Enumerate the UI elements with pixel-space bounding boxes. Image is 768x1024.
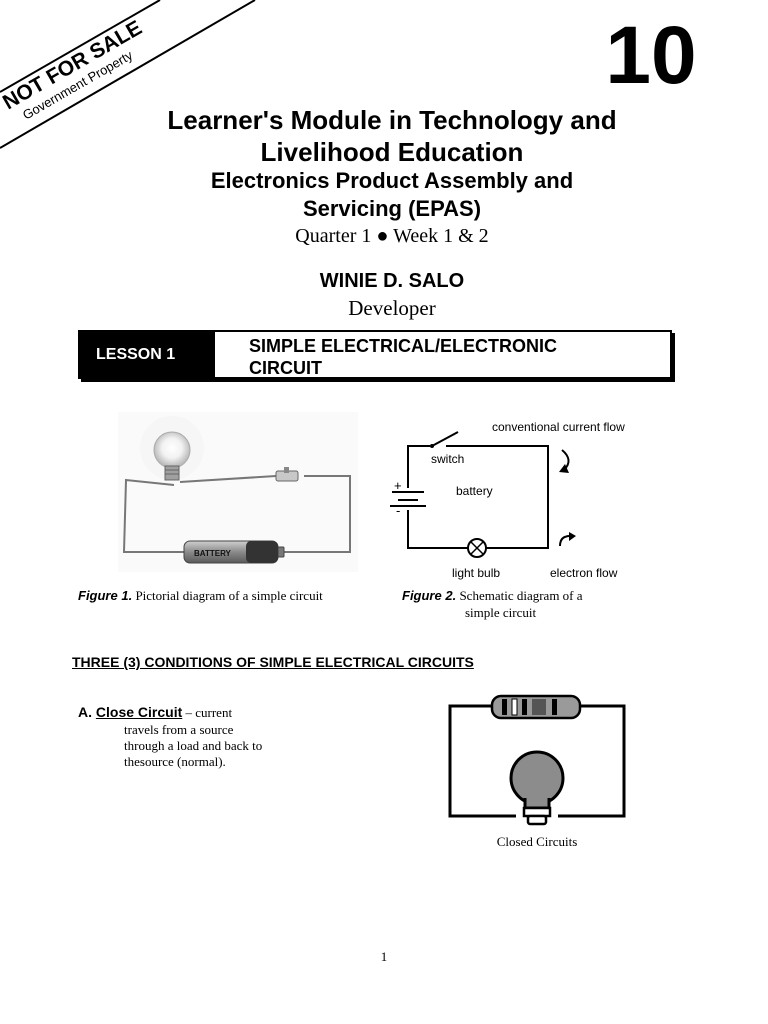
- schematic-battery-icon: [390, 491, 426, 507]
- pictorial-circuit-figure: BATTERY: [118, 412, 358, 572]
- not-for-sale-stamp: NOT FOR SALE Government Property: [0, 0, 260, 160]
- schematic-switch-icon: [430, 431, 459, 448]
- condition-a-desc-line-1: – current: [182, 705, 233, 720]
- module-title-line-2: Livelihood Education: [260, 137, 524, 167]
- condition-a-desc-line-4: thesource (normal).: [124, 754, 226, 769]
- conventional-flow-arrowhead-icon: [559, 464, 569, 473]
- electron-flow-arrowhead-icon: [569, 532, 576, 541]
- stamp-border-bottom: [0, 0, 256, 149]
- light-bulb-icon: [140, 416, 204, 481]
- lesson-banner-shadow-bottom: [81, 379, 675, 382]
- figure-2-caption-line-2: simple circuit: [465, 605, 537, 620]
- subject-title-line-1: Electronics Product Assembly and: [210, 168, 574, 193]
- condition-a-term: Close Circuit: [95, 704, 183, 720]
- figure-1-caption-text: Pictorial diagram of a simple circuit: [135, 588, 323, 603]
- switch-label: switch: [431, 452, 464, 466]
- switch-icon: [275, 467, 299, 482]
- page-number: 1: [380, 949, 388, 964]
- figure-1-caption: Figure 1. Pictorial diagram of a simple …: [78, 587, 378, 604]
- battery-label: BATTERY: [194, 549, 232, 558]
- plus-sign: +: [394, 478, 402, 493]
- wire-right: [278, 475, 351, 553]
- closed-circuit-wires: [448, 704, 626, 818]
- developer-name: WINIE D. SALO: [319, 270, 465, 292]
- lesson-label: LESSON 1: [78, 330, 215, 379]
- schematic-circuit-figure: conventional current flow switch battery…: [390, 420, 625, 580]
- subject-title-line-2: Servicing (EPAS): [302, 196, 482, 221]
- lesson-title-line-2: CIRCUIT: [249, 358, 322, 378]
- developer-role: Developer: [348, 296, 436, 320]
- electron-flow-label: electron flow: [550, 566, 618, 580]
- conventional-flow-label: conventional current flow: [492, 420, 625, 434]
- stamp-graphic: NOT FOR SALE Government Property: [0, 0, 256, 149]
- module-title-line-1: Learner's Module in Technology and: [167, 105, 617, 135]
- battery-label-schematic: battery: [456, 484, 493, 498]
- figure-2-caption-label: Figure 2.: [402, 588, 457, 603]
- schematic-wires: [407, 445, 549, 549]
- condition-a-letter: A.: [78, 704, 92, 720]
- electron-flow-arrow-icon: [559, 535, 571, 547]
- closed-circuit-figure: [448, 694, 626, 826]
- battery-icon: BATTERY: [183, 540, 285, 564]
- stamp-border-top: [0, 0, 161, 93]
- figure-1-caption-label: Figure 1.: [78, 588, 133, 603]
- light-bulb-label: light bulb: [452, 566, 500, 580]
- closed-circuit-bulb-icon: [509, 750, 565, 826]
- lesson-title: SIMPLE ELECTRICAL/ELECTRONIC CIRCUIT: [249, 335, 659, 379]
- figure-3-caption: Closed Circuits: [496, 834, 578, 849]
- closed-circuit-battery-icon: [490, 694, 582, 720]
- condition-a: A. Close Circuit – current travels from a…: [78, 703, 318, 770]
- minus-sign: -: [396, 503, 400, 518]
- quarter-week: Quarter 1 ● Week 1 & 2: [295, 225, 489, 247]
- conditions-heading: THREE (3) CONDITIONS OF SIMPLE ELECTRICA…: [72, 654, 474, 670]
- grade-number: 10: [605, 10, 697, 101]
- lesson-banner-shadow-right: [672, 333, 675, 382]
- wire-top: [179, 475, 277, 483]
- lesson-title-line-1: SIMPLE ELECTRICAL/ELECTRONIC: [249, 336, 558, 356]
- condition-a-desc-line-3: through a load and back to: [124, 738, 263, 753]
- condition-a-heading: A. Close Circuit: [78, 704, 182, 720]
- figure-2-caption: Figure 2. Schematic diagram of a simple …: [402, 587, 632, 621]
- wire-left: [122, 478, 184, 553]
- condition-a-desc-line-2: travels from a source: [124, 722, 234, 737]
- schematic-bulb-icon: [467, 538, 487, 558]
- figure-2-caption-line-1: Schematic diagram of a: [459, 588, 583, 603]
